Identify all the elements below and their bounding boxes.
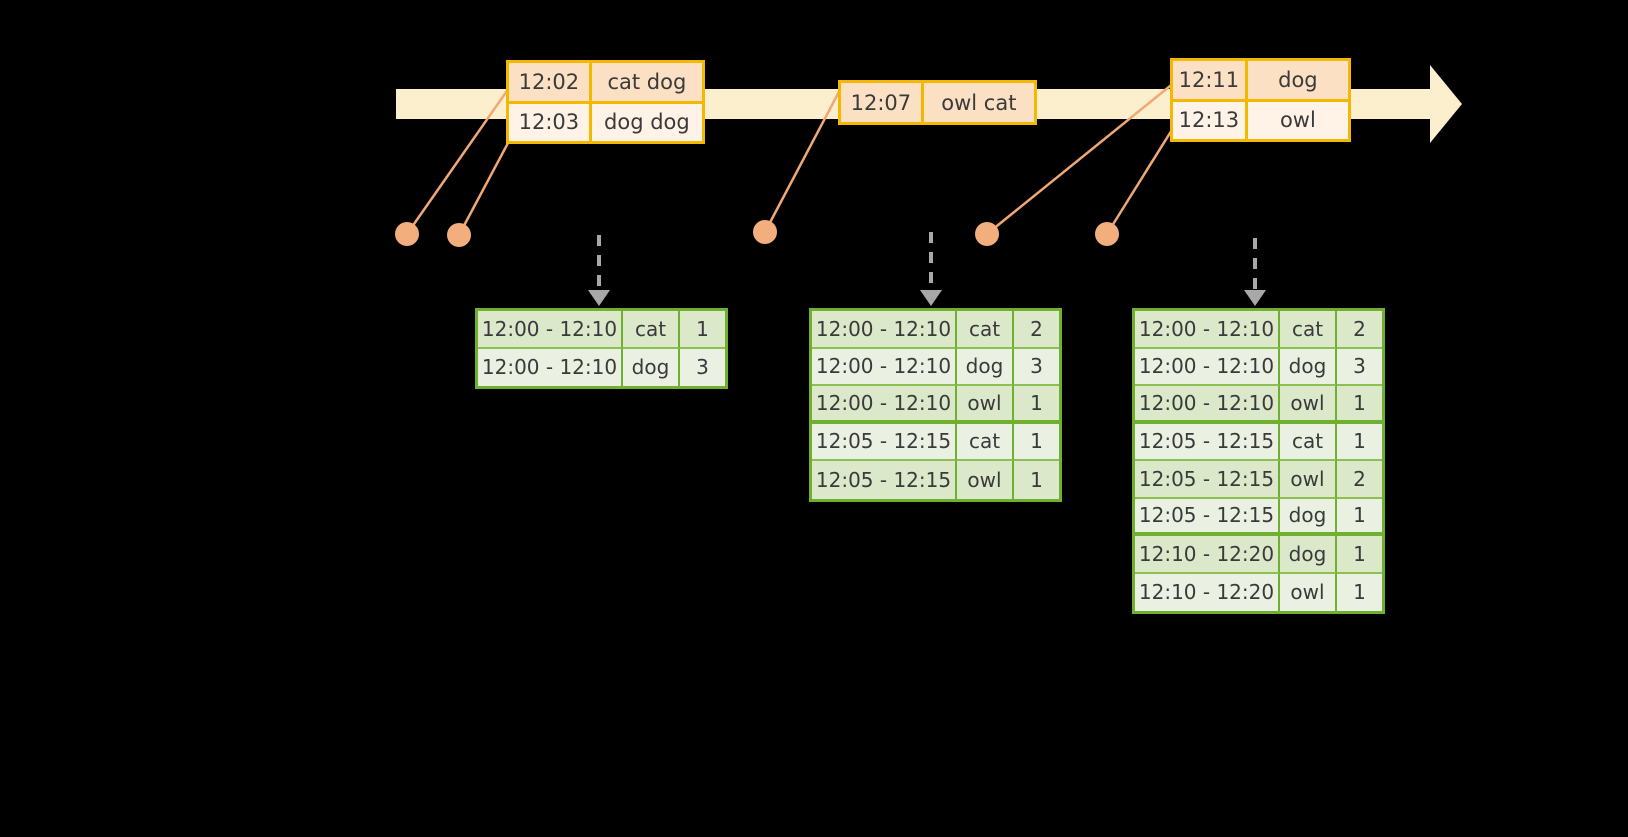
window-cell: 12:05 - 12:15 xyxy=(1135,423,1280,461)
event-words: dog dog xyxy=(591,103,702,141)
connector-line xyxy=(405,87,511,235)
window-cell: 12:05 - 12:15 xyxy=(812,423,957,461)
count-cell: 1 xyxy=(1014,461,1059,499)
count-cell: 1 xyxy=(1014,386,1059,424)
connector-line xyxy=(763,87,843,233)
down-arrow-2-head xyxy=(920,290,942,306)
window-cell: 12:00 - 12:10 xyxy=(812,311,957,349)
connector-dot-2 xyxy=(447,223,471,247)
connector-line xyxy=(1105,124,1177,235)
event-words: cat dog xyxy=(591,63,702,101)
event-time: 12:11 xyxy=(1173,61,1248,99)
count-cell: 1 xyxy=(1337,573,1382,611)
count-cell: 1 xyxy=(1014,423,1059,461)
window-cell: 12:00 - 12:10 xyxy=(812,348,957,386)
count-cell: 1 xyxy=(1337,423,1382,461)
event-words: owl cat xyxy=(923,83,1034,122)
word-cell: cat xyxy=(623,311,680,349)
window-cell: 12:10 - 12:20 xyxy=(1135,536,1280,574)
window-cell: 12:00 - 12:10 xyxy=(812,386,957,424)
count-cell: 2 xyxy=(1337,311,1382,349)
window-cell: 12:00 - 12:10 xyxy=(478,348,623,386)
word-cell: cat xyxy=(1280,423,1337,461)
window-cell: 12:00 - 12:10 xyxy=(1135,348,1280,386)
word-cell: dog xyxy=(1280,536,1337,574)
down-arrow-3-head xyxy=(1244,290,1266,306)
word-cell: dog xyxy=(1280,348,1337,386)
count-cell: 3 xyxy=(1337,348,1382,386)
word-cell: dog xyxy=(1280,498,1337,536)
window-cell: 12:05 - 12:15 xyxy=(1135,461,1280,499)
word-cell: dog xyxy=(957,348,1014,386)
word-cell: cat xyxy=(1280,311,1337,349)
count-cell: 3 xyxy=(1014,348,1059,386)
event-time: 12:13 xyxy=(1173,101,1248,139)
count-cell: 1 xyxy=(1337,498,1382,536)
count-cell: 2 xyxy=(1014,311,1059,349)
event-words: owl xyxy=(1247,101,1348,139)
word-cell: owl xyxy=(1280,386,1337,424)
window-cell: 12:10 - 12:20 xyxy=(1135,573,1280,611)
window-cell: 12:05 - 12:15 xyxy=(1135,498,1280,536)
down-arrow-1-head xyxy=(588,290,610,306)
count-cell: 1 xyxy=(1337,386,1382,424)
word-cell: owl xyxy=(957,386,1014,424)
connector-dot-5 xyxy=(1095,222,1119,246)
word-cell: owl xyxy=(1280,573,1337,611)
count-cell: 1 xyxy=(1337,536,1382,574)
word-cell: owl xyxy=(1280,461,1337,499)
window-cell: 12:05 - 12:15 xyxy=(812,461,957,499)
word-cell: cat xyxy=(957,311,1014,349)
connector-dot-4 xyxy=(975,222,999,246)
event-time: 12:07 xyxy=(841,83,924,122)
count-cell: 2 xyxy=(1337,461,1382,499)
connector-line xyxy=(457,127,518,236)
window-cell: 12:00 - 12:10 xyxy=(478,311,623,349)
event-time: 12:02 xyxy=(509,63,592,101)
count-cell: 1 xyxy=(680,311,725,349)
event-words: dog xyxy=(1247,61,1348,99)
word-cell: owl xyxy=(957,461,1014,499)
event-time: 12:03 xyxy=(509,103,592,141)
window-cell: 12:00 - 12:10 xyxy=(1135,386,1280,424)
connector-dot-3 xyxy=(753,220,777,244)
window-cell: 12:00 - 12:10 xyxy=(1135,311,1280,349)
dashed-down-arrows xyxy=(588,232,1266,306)
connector-dot-1 xyxy=(395,222,419,246)
word-cell: cat xyxy=(957,423,1014,461)
word-cell: dog xyxy=(623,348,680,386)
count-cell: 3 xyxy=(680,348,725,386)
